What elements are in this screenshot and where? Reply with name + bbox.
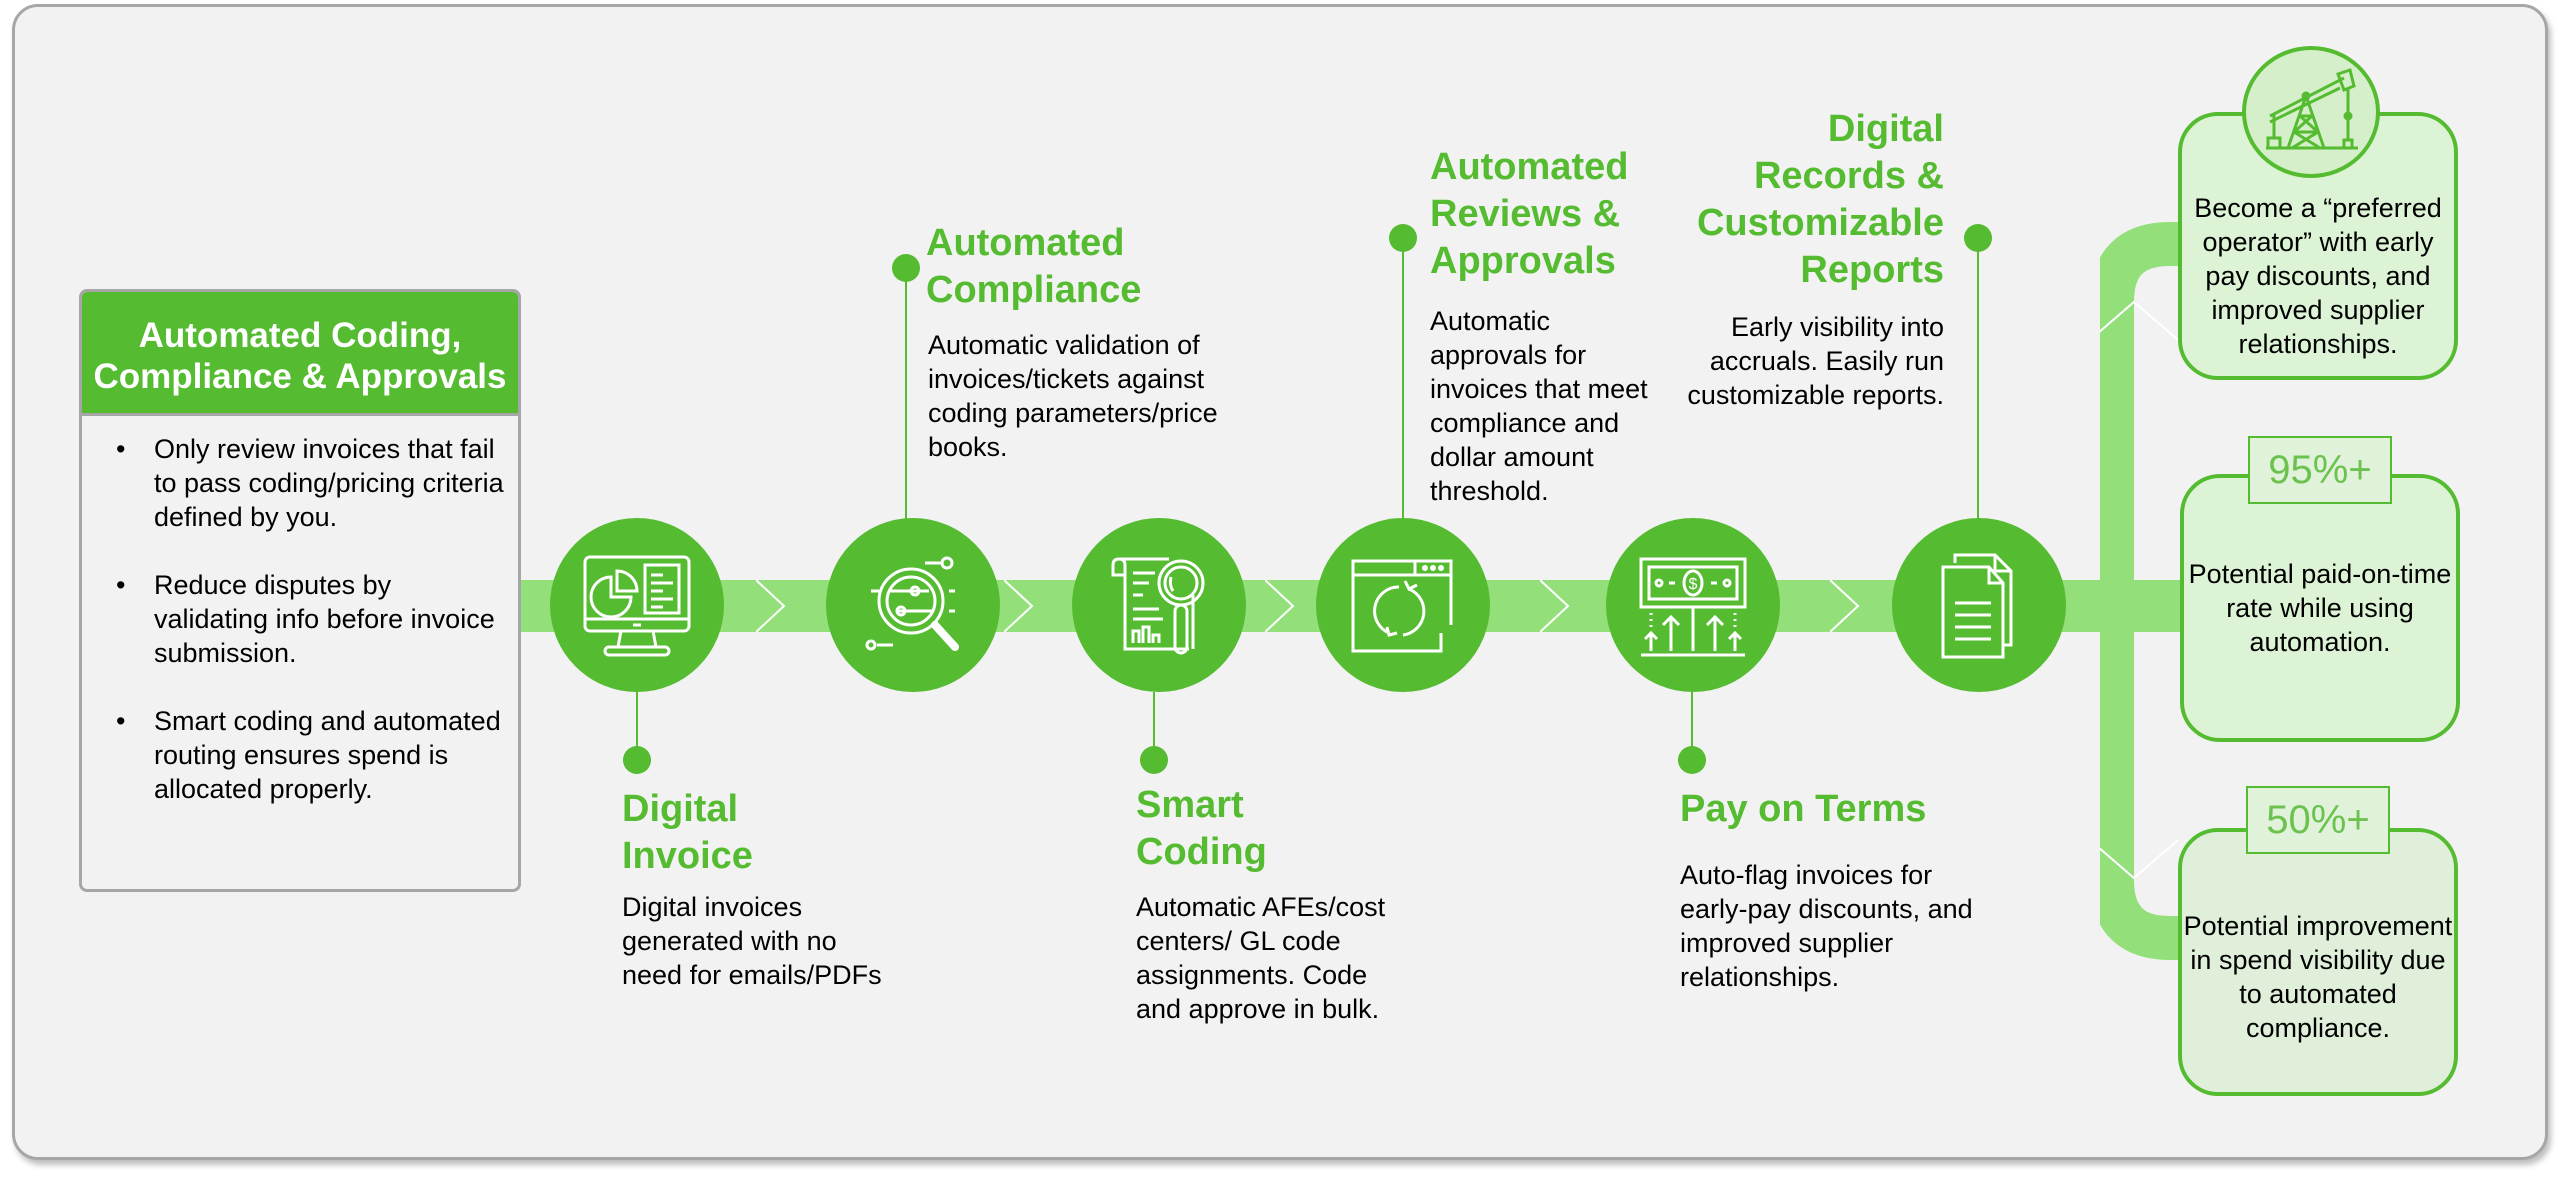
step-circle-automated-reviews bbox=[1316, 518, 1490, 692]
summary-box-title: Automated Coding, Compliance & Approvals bbox=[82, 292, 518, 416]
branch-stub bbox=[2068, 580, 2180, 632]
connector-dot bbox=[1678, 746, 1706, 774]
connector-line bbox=[1153, 692, 1155, 752]
outcome-card-paid-on-time: Potential paid-on-time rate while using … bbox=[2180, 474, 2460, 742]
connector-line bbox=[1977, 248, 1979, 520]
summary-bullet: •Smart coding and automated routing ensu… bbox=[116, 706, 501, 804]
chevron-right-icon bbox=[756, 580, 796, 632]
outcome-icon-badge bbox=[2242, 46, 2380, 178]
chevron-right-icon bbox=[1004, 580, 1034, 632]
step-circle-pay-on-terms: $ bbox=[1606, 518, 1780, 692]
oil-pump-icon bbox=[2266, 68, 2358, 150]
summary-bullet: •Reduce disputes by validating info befo… bbox=[116, 570, 495, 668]
step-circle-smart-coding bbox=[1072, 518, 1246, 692]
step-desc-digital-records: Early visibility into accruals. Easily r… bbox=[1687, 312, 1944, 410]
chevron-right-icon bbox=[1830, 580, 1860, 632]
connector-line bbox=[1402, 248, 1404, 520]
summary-bullet-list: •Only review invoices that fail to pass … bbox=[82, 416, 518, 806]
summary-bullet: •Only review invoices that fail to pass … bbox=[116, 434, 504, 532]
connector-dot bbox=[892, 254, 920, 282]
monitor-dashboard-icon bbox=[583, 555, 691, 657]
connector-dot bbox=[1964, 224, 1992, 252]
step-desc-digital-invoice: Digital invoices generated with no need … bbox=[622, 892, 882, 990]
step-desc-pay-on-terms: Auto-flag invoices for early-pay discoun… bbox=[1680, 860, 1973, 992]
document-search-icon bbox=[1111, 557, 1205, 655]
connector-dot bbox=[1389, 224, 1417, 252]
step-desc-smart-coding: Automatic AFEs/cost centers/ GL code ass… bbox=[1136, 892, 1386, 1024]
chevron-right-icon bbox=[1540, 580, 1570, 632]
step-circle-digital-records bbox=[1892, 518, 2066, 692]
connector-line bbox=[1691, 692, 1693, 752]
summary-box: Automated Coding, Compliance & Approvals… bbox=[79, 289, 521, 892]
bullet-icon: • bbox=[116, 570, 126, 600]
step-desc-automated-reviews: Automatic approvals for invoices that me… bbox=[1430, 306, 1648, 506]
browser-refresh-icon bbox=[1351, 559, 1453, 653]
svg-text:$: $ bbox=[1689, 576, 1698, 593]
outcome-stat-badge: 50%+ bbox=[2246, 786, 2390, 854]
connector-line bbox=[636, 692, 638, 752]
connector-dot bbox=[623, 746, 651, 774]
step-title-pay-on-terms: Pay on Terms bbox=[1680, 788, 1927, 830]
connector-dot bbox=[1140, 746, 1168, 774]
bullet-icon: • bbox=[116, 706, 126, 736]
outcome-stat-badge: 95%+ bbox=[2248, 436, 2392, 504]
documents-icon bbox=[1941, 553, 2013, 659]
step-circle-automated-compliance bbox=[826, 518, 1000, 692]
money-growth-icon: $ bbox=[1639, 557, 1747, 657]
step-circle-digital-invoice bbox=[550, 518, 724, 692]
bullet-icon: • bbox=[116, 434, 126, 464]
chevron-right-icon bbox=[1265, 580, 1295, 632]
magnifier-settings-icon bbox=[865, 556, 959, 651]
step-desc-automated-compliance: Automatic validation of invoices/tickets… bbox=[928, 330, 1218, 462]
outcome-card-spend-visibility: Potential improvement in spend visibilit… bbox=[2178, 828, 2458, 1096]
connector-line bbox=[905, 264, 907, 520]
